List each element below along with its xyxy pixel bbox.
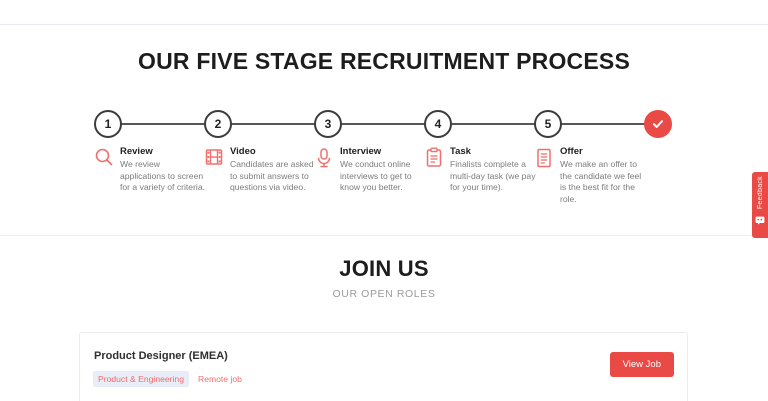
recruitment-process-section: OUR FIVE STAGE RECRUITMENT PROCESS 1 2 3…	[0, 25, 768, 236]
process-step-review: Review We review applications to screen …	[94, 145, 206, 194]
timeline-node-2-number: 2	[214, 117, 222, 131]
join-us-heading: JOIN US	[339, 256, 429, 281]
timeline-node-2: 2	[204, 110, 232, 138]
step-description: We make an offer to the candidate we fee…	[560, 159, 642, 204]
job-title: Product Designer (EMEA)	[94, 350, 228, 362]
timeline-node-5-number: 5	[544, 117, 552, 131]
clipboard-icon	[424, 147, 444, 169]
timeline-node-5: 5	[534, 110, 562, 138]
process-step-video: Video Candidates are asked to submit ans…	[204, 145, 316, 194]
document-icon	[534, 147, 554, 169]
step-title: Task	[450, 146, 471, 157]
process-step-offer: Offer We make an offer to the candidate …	[534, 145, 646, 205]
timeline-node-4-number: 4	[434, 117, 442, 131]
process-step-task: Task Finalists complete a multi-day task…	[424, 145, 536, 194]
top-header-bar	[0, 0, 768, 25]
feedback-tab-label: Feedback	[756, 176, 764, 210]
step-title: Interview	[340, 146, 382, 157]
check-icon	[651, 117, 665, 131]
timeline-node-3-number: 3	[324, 117, 332, 131]
magnifier-icon	[94, 147, 114, 169]
speech-bubble-icon	[755, 212, 765, 230]
timeline-node-3: 3	[314, 110, 342, 138]
process-timeline: 1 2 3 4 5	[0, 25, 768, 236]
timeline-track	[104, 123, 658, 125]
timeline-node-1: 1	[94, 110, 122, 138]
step-description: We review applications to screen for a v…	[120, 159, 206, 192]
timeline-complete-marker	[644, 110, 672, 138]
step-title: Video	[230, 146, 256, 157]
step-description: Candidates are asked to submit answers t…	[230, 159, 314, 192]
job-department-tag[interactable]: Product & Engineering	[93, 371, 189, 387]
process-step-interview: Interview We conduct online interviews t…	[314, 145, 426, 194]
view-job-button[interactable]: View Job	[609, 352, 674, 377]
join-us-subheading: OUR OPEN ROLES	[332, 288, 436, 300]
microphone-icon	[314, 147, 334, 169]
join-us-section: JOIN US OUR OPEN ROLES Product Designer …	[0, 236, 768, 401]
step-title: Offer	[560, 146, 583, 157]
page-title: OUR FIVE STAGE RECRUITMENT PROCESS	[138, 48, 630, 74]
job-listing-card[interactable]: Product Designer (EMEA) Product & Engine…	[79, 332, 688, 401]
feedback-tab[interactable]: Feedback	[752, 172, 768, 238]
step-title: Review	[120, 146, 153, 157]
step-description: Finalists complete a multi-day task (we …	[450, 159, 536, 192]
timeline-node-4: 4	[424, 110, 452, 138]
step-description: We conduct online interviews to get to k…	[340, 159, 412, 192]
job-meta: Product & Engineering Remote job	[93, 371, 242, 387]
film-strip-icon	[204, 147, 224, 169]
job-location-label: Remote job	[198, 374, 242, 384]
timeline-node-1-number: 1	[104, 117, 112, 131]
